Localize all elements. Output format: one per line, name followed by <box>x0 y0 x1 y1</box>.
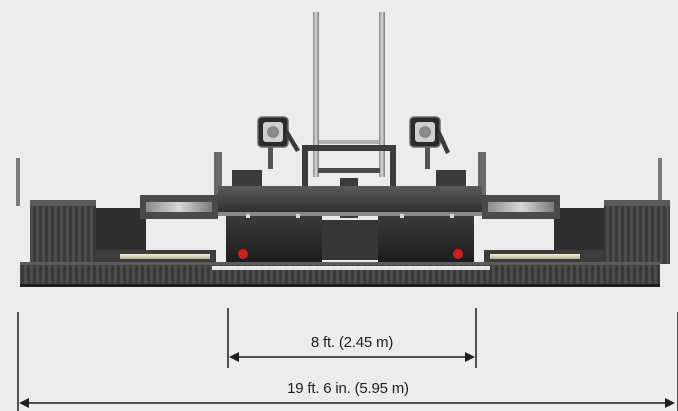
outer-arrow-right-icon <box>665 398 675 408</box>
left-extension <box>16 158 218 264</box>
handrail <box>313 12 385 177</box>
inner-width-label: 8 ft. (2.45 m) <box>308 334 396 351</box>
screed-plate <box>20 262 660 287</box>
inner-arrow-left-icon <box>229 352 239 362</box>
main-screed-body <box>218 186 482 262</box>
left-reflector-icon <box>238 249 248 259</box>
left-work-light-icon <box>257 116 300 169</box>
right-reflector-icon <box>453 249 463 259</box>
right-extension <box>482 158 670 264</box>
right-work-light-icon <box>409 116 450 169</box>
dimension-lines <box>17 308 678 411</box>
inner-arrow-right-icon <box>465 352 475 362</box>
outer-width-label: 19 ft. 6 in. (5.95 m) <box>285 380 411 397</box>
outer-arrow-left-icon <box>19 398 29 408</box>
